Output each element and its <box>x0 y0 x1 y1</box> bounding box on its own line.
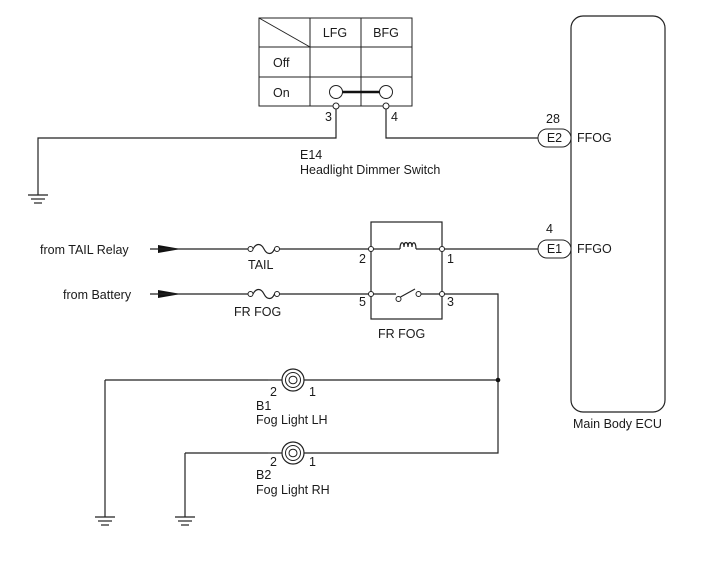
relay-pin-label-5: 5 <box>359 295 366 309</box>
relay-pin-label-3: 3 <box>447 295 454 309</box>
dimmer-switch: LFG BFG Off On 3 4 E14 Headlight Dimmer … <box>258 17 440 177</box>
relay-coil <box>399 241 417 250</box>
switch-code: E14 <box>300 148 322 162</box>
relay-contact-left <box>395 296 402 302</box>
switch-header-lfg: LFG <box>323 26 347 40</box>
ground-symbol-rh <box>175 516 195 526</box>
fog-light-lh-code: B1 <box>256 399 271 413</box>
relay-box <box>370 221 443 320</box>
ecu-name: Main Body ECU <box>573 417 662 431</box>
switch-header-bfg: BFG <box>373 26 399 40</box>
ecu-connector-e1-code: E1 <box>547 242 562 256</box>
source-tail-relay: from TAIL Relay <box>40 243 129 257</box>
fuse-fr-fog <box>247 288 280 300</box>
relay-pin-label-2: 2 <box>359 252 366 266</box>
fuse-fr-fog-label: FR FOG <box>234 305 281 319</box>
fog-light-rh-name: Fog Light RH <box>256 483 330 497</box>
relay-switch-arm <box>400 288 416 298</box>
switch-contact-lfg <box>329 85 343 99</box>
ecu-connector-e1-pin: 4 <box>546 222 553 236</box>
fog-light-rh-code: B2 <box>256 468 271 482</box>
switch-name: Headlight Dimmer Switch <box>300 163 440 177</box>
ground-symbol-top <box>28 194 48 204</box>
switch-contact-bfg <box>379 85 393 99</box>
fog-light-lh-name: Fog Light LH <box>256 413 328 427</box>
relay-pin-2 <box>368 246 374 252</box>
wire-switch-to-ecu-e2 <box>385 109 538 139</box>
wire-relay-to-fog-lights <box>324 293 499 454</box>
ecu-connector-e2: E2 28 FFOG <box>537 112 612 148</box>
relay-contact-right <box>415 291 422 297</box>
switch-pin-label-3: 3 <box>325 110 332 124</box>
fog-light-rh-pin-2: 2 <box>270 455 277 469</box>
relay-pin-label-1: 1 <box>447 252 454 266</box>
switch-table-diagonal <box>258 17 311 48</box>
wire-switch-to-ground <box>37 109 337 195</box>
source-battery: from Battery <box>63 288 132 302</box>
wire-junction <box>495 377 501 383</box>
relay-pin-3 <box>439 291 445 297</box>
switch-pin-3 <box>332 102 340 110</box>
fr-fog-relay: 2 1 5 3 FR FOG <box>359 221 454 341</box>
switch-pin-4 <box>382 102 390 110</box>
ecu-terminal-ffog: FFOG <box>577 131 612 145</box>
fog-light-rh: 2 1 B2 Fog Light RH <box>184 441 330 517</box>
relay-pin-1 <box>439 246 445 252</box>
switch-row-off: Off <box>273 56 290 70</box>
fog-light-rh-pin-1: 1 <box>309 455 316 469</box>
switch-row-on: On <box>273 86 290 100</box>
fog-light-lh: 2 1 B1 Fog Light LH <box>104 368 328 517</box>
ecu-connector-e2-pin: 28 <box>546 112 560 126</box>
relay-pin-5 <box>368 291 374 297</box>
main-body-ecu-box <box>570 15 666 413</box>
fog-light-lh-pin-1: 1 <box>309 385 316 399</box>
fuse-tail-label: TAIL <box>248 258 274 272</box>
fog-light-lh-pin-2: 2 <box>270 385 277 399</box>
ecu-connector-e1: E1 4 FFGO <box>537 222 612 259</box>
ecu-terminal-ffgo: FFGO <box>577 242 612 256</box>
ground-symbol-lh <box>95 516 115 526</box>
fuse-tail <box>247 243 280 255</box>
relay-name: FR FOG <box>378 327 425 341</box>
ecu-connector-e2-code: E2 <box>547 131 562 145</box>
switch-pin-label-4: 4 <box>391 110 398 124</box>
